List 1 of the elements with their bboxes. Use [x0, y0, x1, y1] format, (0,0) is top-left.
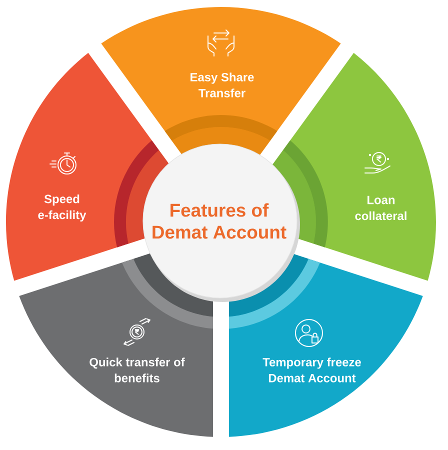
ring-segment: Temporary freeze Demat Account [229, 251, 423, 437]
